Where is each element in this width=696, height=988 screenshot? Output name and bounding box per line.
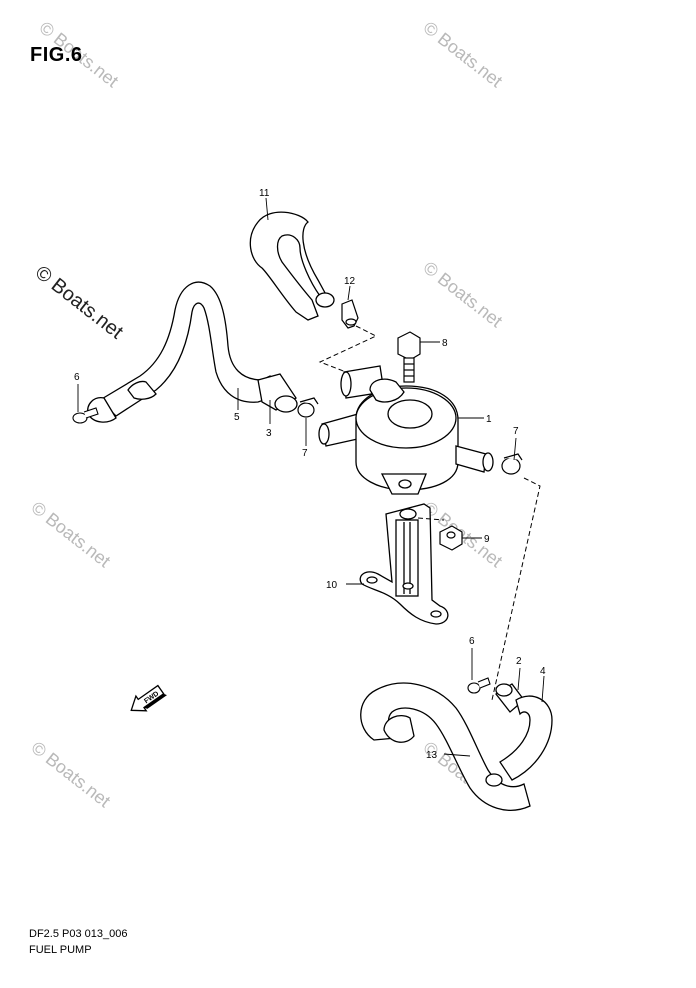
- part-10-bracket: [359, 503, 449, 625]
- callout-7: 7: [513, 426, 519, 437]
- watermark: © Boats.net: [420, 257, 507, 331]
- callout-10: 10: [326, 580, 338, 591]
- connection-lines: [318, 325, 541, 701]
- callout-2: 2: [516, 656, 522, 667]
- part-11-hose: [249, 211, 335, 321]
- watermark: © Boats.net: [31, 262, 127, 344]
- part-7-clamp: [297, 397, 523, 475]
- fwd-arrow-icon: FWD: [130, 684, 167, 712]
- callout-9: 9: [484, 534, 490, 545]
- callout-11: 11: [259, 188, 270, 199]
- callout-8: 8: [442, 338, 448, 349]
- callout-13: 13: [426, 750, 438, 761]
- part-6-clip: [72, 407, 491, 694]
- leader-lines: [77, 197, 545, 757]
- part-8-bolt: [397, 331, 421, 383]
- figure-title: FIG.6: [30, 44, 83, 66]
- callouts: 1 2 3 4 5 6 6 7 7 8 9 10 11 12 13: [74, 188, 546, 761]
- watermark: © Boats.net: [420, 17, 507, 91]
- watermark: © Boats.net: [28, 737, 115, 811]
- part-1-fuel-pump: [318, 365, 494, 495]
- callout-12: 12: [344, 276, 356, 287]
- drawing-name: FUEL PUMP: [29, 944, 92, 956]
- part-4-hose: [499, 695, 553, 781]
- callout-1: 1: [486, 414, 492, 425]
- part-3-hose: [257, 373, 298, 413]
- callout-3: 3: [266, 428, 272, 439]
- callout-4: 4: [540, 666, 546, 677]
- callout-7: 7: [302, 448, 308, 459]
- part-5-hose: [87, 281, 277, 423]
- callout-5: 5: [234, 412, 240, 423]
- callout-6: 6: [74, 372, 80, 383]
- watermark: © Boats.net: [420, 497, 507, 571]
- drawing-code: DF2.5 P03 013_006: [29, 928, 128, 940]
- callout-6: 6: [469, 636, 475, 647]
- part-9-nut: [439, 525, 463, 551]
- part-13-hose: [360, 682, 531, 811]
- part-12-fitting: [341, 299, 359, 329]
- watermark: © Boats.net: [28, 497, 115, 571]
